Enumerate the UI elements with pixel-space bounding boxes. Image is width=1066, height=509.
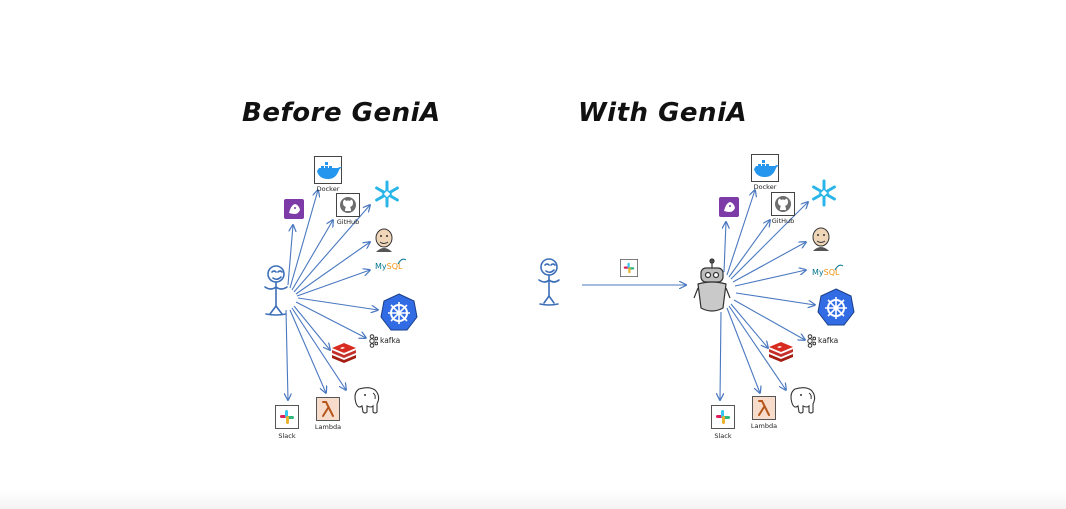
genia-kafka-label: kafka (818, 336, 839, 345)
github-item: GitHub (333, 193, 363, 229)
genia-docker-item: Docker (750, 154, 780, 194)
redis-icon (332, 343, 356, 363)
mysql-label-my: My (375, 262, 387, 271)
genia-mysql-icon: MySQL (812, 264, 846, 284)
arrow-to-datadog (287, 225, 293, 286)
genia-snowflake-icon (812, 179, 836, 207)
arrow-to-slack (286, 309, 288, 400)
slack-icon (275, 405, 299, 429)
slack-message-icon (620, 259, 638, 277)
genia-datadog-icon (719, 197, 739, 217)
genia-arrow-to-lambda (726, 307, 760, 393)
genia-github-label: GitHub (771, 217, 795, 225)
with-arrows (720, 190, 815, 400)
lambda-label: Lambda (314, 423, 342, 431)
bottom-edge-shadow (0, 490, 1066, 509)
genia-robot-icon (693, 258, 731, 312)
github-icon (336, 193, 360, 217)
genia-kubernetes-icon (817, 288, 855, 326)
postgres-icon (354, 387, 380, 414)
with-genia-title: With GeniA (578, 98, 748, 128)
genia-slack-icon (711, 405, 735, 429)
genia-lambda-label: Lambda (750, 422, 778, 430)
genia-redis-icon (769, 342, 793, 362)
stick-figure-before (264, 265, 288, 316)
docker-icon (314, 156, 342, 184)
arrow-to-docker (289, 190, 318, 289)
kafka-icon (369, 334, 378, 348)
stick-figure-with (538, 258, 560, 306)
mysql-label-sql: SQL (386, 262, 403, 271)
arrow-to-kubernetes (297, 297, 378, 310)
lambda-item: Lambda (313, 397, 343, 435)
genia-arrow-to-redis (730, 303, 768, 348)
docker-label: Docker (316, 185, 340, 193)
genia-docker-label: Docker (753, 183, 777, 191)
arrow-to-snowflake (293, 205, 370, 293)
kafka-label: kafka (380, 336, 401, 345)
genia-arrow-to-mysql (734, 270, 806, 287)
slack-item: Slack (273, 405, 301, 443)
genia-mysql-label-my: My (812, 268, 824, 277)
before-arrows (286, 190, 378, 400)
mysql-icon: MySQL (375, 258, 409, 278)
genia-arrow-to-jenkins (732, 242, 806, 283)
genia-lambda-item: Lambda (749, 396, 779, 434)
genia-postgres-icon (790, 387, 816, 414)
genia-github-item: GitHub (768, 192, 798, 228)
genia-docker-icon (751, 154, 779, 182)
genia-arrow-to-docker (726, 190, 755, 276)
arrow-to-jenkins (295, 242, 370, 295)
arrow-to-lambda (289, 309, 326, 393)
genia-kafka-item: kafka (806, 334, 846, 348)
genia-arrow-to-github (728, 220, 770, 278)
genia-arrow-to-postgres (728, 305, 786, 390)
arrow-to-redis (293, 305, 330, 350)
arrow-to-github (291, 220, 333, 291)
lambda-icon (316, 397, 340, 421)
arrow-to-mysql (296, 270, 370, 297)
before-genia-title: Before GeniA (242, 98, 441, 128)
github-label: GitHub (336, 218, 360, 226)
genia-kafka-icon (807, 334, 816, 348)
genia-arrow-to-slack (720, 311, 721, 400)
mysql-dolphin-icon (397, 258, 407, 265)
genia-arrow-to-kubernetes (735, 292, 815, 305)
genia-slack-label: Slack (714, 432, 732, 440)
docker-item: Docker (313, 156, 343, 196)
arrow-to-kafka (295, 301, 366, 338)
slack-label: Slack (278, 432, 296, 440)
snowflake-icon (375, 180, 399, 208)
genia-arrow-to-datadog (724, 222, 726, 273)
genia-jenkins-icon (812, 227, 830, 251)
genia-lambda-icon (752, 396, 776, 420)
genia-mysql-dolphin-icon (834, 264, 844, 271)
genia-slack-item: Slack (709, 405, 737, 443)
genia-arrow-to-snowflake (730, 202, 808, 280)
arrow-to-postgres (291, 307, 346, 390)
genia-arrow-to-kafka (733, 299, 805, 340)
kafka-item: kafka (368, 334, 408, 348)
genia-github-icon (771, 192, 795, 216)
kubernetes-icon (380, 293, 418, 331)
datadog-icon (284, 199, 304, 219)
jenkins-icon (375, 228, 393, 252)
genia-mysql-label-sql: SQL (823, 268, 840, 277)
